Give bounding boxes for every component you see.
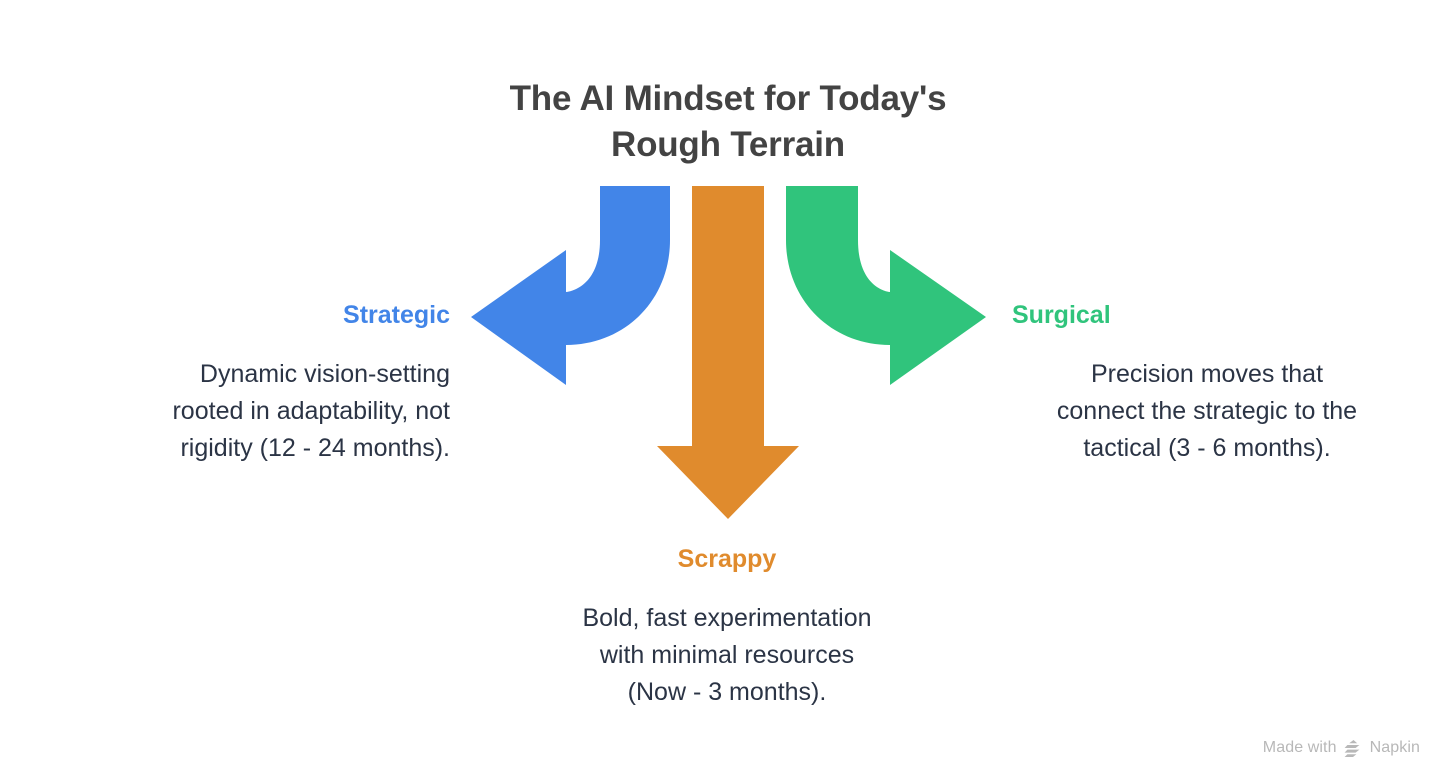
branch-scrappy-description: Bold, fast experimentation with minimal …	[582, 604, 872, 706]
branch-surgical: Surgical Precision moves that connect th…	[1012, 300, 1402, 467]
branch-surgical-description: Precision moves that connect the strateg…	[1056, 360, 1358, 462]
branch-strategic-description: Dynamic vision-setting rooted in adaptab…	[172, 360, 450, 462]
branch-strategic: Strategic Dynamic vision-setting rooted …	[60, 300, 450, 467]
branch-scrappy-label: Scrappy	[677, 545, 777, 573]
arrow-scrappy[interactable]	[657, 186, 799, 519]
watermark-brand-label: Napkin	[1369, 739, 1420, 756]
branch-surgical-label: Surgical	[1012, 301, 1111, 329]
napkin-logo-icon	[1344, 739, 1359, 757]
watermark: Made with Napkin	[1263, 738, 1420, 758]
watermark-made-with-label: Made with	[1262, 739, 1337, 756]
branch-scrappy: Scrappy Bold, fast experimentation with …	[497, 544, 957, 711]
arrow-surgical[interactable]	[786, 186, 986, 385]
arrow-strategic-body[interactable]	[471, 186, 670, 385]
diagram-title: The AI Mindset for Today's Rough Terrain	[509, 79, 947, 164]
branch-strategic-label: Strategic	[343, 301, 450, 329]
